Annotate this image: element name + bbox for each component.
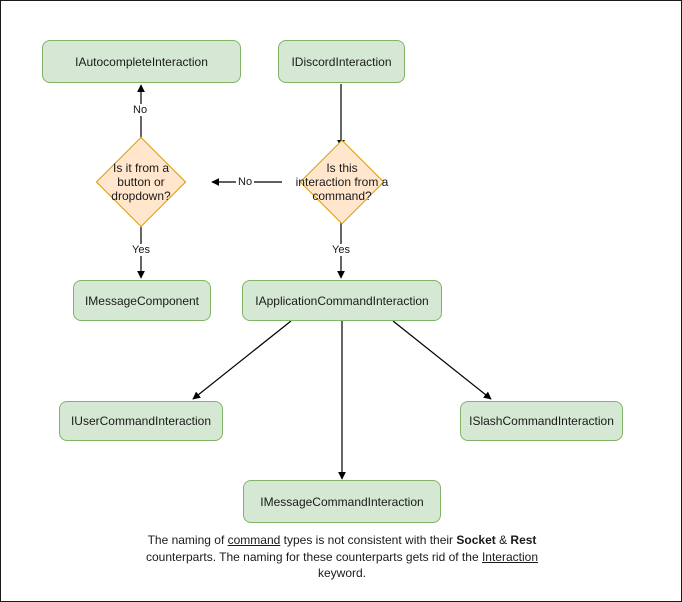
node-label: Is this interaction from a command? <box>295 161 389 203</box>
node-application-command-interaction[interactable]: IApplicationCommandInteraction <box>242 280 442 321</box>
node-message-component[interactable]: IMessageComponent <box>73 280 211 321</box>
node-slash-command-interaction[interactable]: ISlashCommandInteraction <box>460 401 623 441</box>
caption-text-4: counterparts. The naming for these count… <box>145 549 482 564</box>
caption-bold-socket: Socket <box>456 533 496 547</box>
node-label: Is it from a button or dropdown? <box>111 161 171 203</box>
caption-underline-interaction: Interaction <box>481 549 538 564</box>
node-label: ISlashCommandInteraction <box>469 414 614 428</box>
node-label: IUserCommandInteraction <box>70 414 212 428</box>
node-label: IDiscordInteraction <box>291 54 392 69</box>
edge-label-no-up: No <box>131 104 150 116</box>
node-decision-from-command[interactable]: Is this interaction from a command? <box>282 139 402 225</box>
edge-label-yes-right: Yes <box>330 244 352 256</box>
caption-text-1: The naming of <box>147 533 228 547</box>
edge-label-yes-left: Yes <box>130 244 152 256</box>
caption-note: The naming of command types is not consi… <box>142 532 542 582</box>
caption-text-5: keyword. <box>317 566 367 580</box>
node-label: IApplicationCommandInteraction <box>255 293 429 308</box>
caption-bold-rest: Rest <box>510 533 537 547</box>
caption-underline-command: command <box>227 533 281 547</box>
node-label: IMessageComponent <box>84 293 200 308</box>
node-message-command-interaction[interactable]: IMessageCommandInteraction <box>243 480 441 523</box>
node-label: IAutocompleteInteraction <box>75 54 208 69</box>
caption-text-2: types is not consistent with their <box>280 533 454 547</box>
node-user-command-interaction[interactable]: IUserCommandInteraction <box>59 401 223 441</box>
node-discord-interaction[interactable]: IDiscordInteraction <box>278 40 405 83</box>
edge-appcommand-to-slashcommand <box>392 320 492 400</box>
caption-text-3: & <box>495 533 511 547</box>
edge-appcommand-to-usercommand <box>192 320 292 400</box>
node-decision-button-or-dropdown[interactable]: Is it from a button or dropdown? <box>71 136 211 228</box>
node-label: IMessageCommandInteraction <box>260 494 424 509</box>
edge-label-no-left: No <box>236 176 255 188</box>
node-autocomplete-interaction[interactable]: IAutocompleteInteraction <box>42 40 241 83</box>
